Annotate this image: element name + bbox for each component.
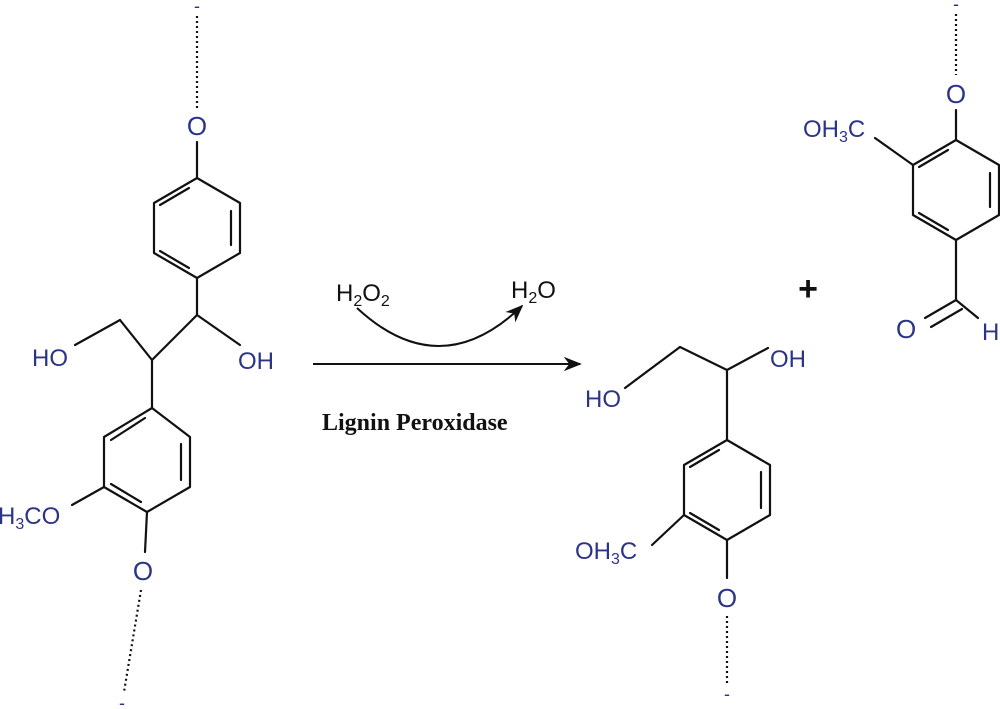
product-1-methoxy-label: OH3C <box>575 538 637 568</box>
product-2-carbonyl-double-2 <box>929 307 964 329</box>
substrate-molecule: - O OH HO H3CO O - <box>0 0 274 709</box>
substrate-gamma-hydroxyl: HO <box>32 345 68 372</box>
product-1-terminal-hydroxyl: HO <box>585 386 621 413</box>
product-2-methoxy-bond <box>873 136 915 167</box>
product-1-oh-bond <box>725 346 770 372</box>
reagent-curved-arrow <box>356 304 524 347</box>
product-1-ch2-bond <box>678 345 729 372</box>
product-1-benzylic-hydroxyl: OH <box>770 346 806 373</box>
substrate-bottom-ether-oxygen: O <box>133 556 153 586</box>
product-2-chain-end: - <box>953 0 959 14</box>
plus-sign: + <box>798 270 818 308</box>
product-2-carbonyl-double-1 <box>923 298 958 320</box>
substrate-bottom-ring-double-2 <box>109 482 143 504</box>
product-2-ring-double-2 <box>917 211 950 232</box>
reaction-conditions: H2O2 H2O Lignin Peroxidase <box>313 277 582 436</box>
substrate-bottom-ring-double-3 <box>109 416 147 442</box>
substrate-calpha-to-cbeta <box>150 313 199 362</box>
enzyme-label: Lignin Peroxidase <box>322 410 508 436</box>
product-1-ring-double-3 <box>688 448 721 469</box>
product-2-methoxy-label: OH3C <box>803 116 865 146</box>
substrate-cbeta-to-cgamma <box>118 318 154 362</box>
product-2-ether-oxygen: O <box>946 79 966 109</box>
product-1-methoxy-bond <box>650 513 686 547</box>
substrate-top-chain-end: - <box>194 0 200 16</box>
substrate-bottom-ring <box>102 406 192 514</box>
substrate-bottom-dotted-chain <box>122 589 143 693</box>
substrate-ring-to-bottom-o <box>143 510 149 554</box>
product-2-molecule: - O OH3C O H <box>803 0 1000 346</box>
product-2-ring <box>911 138 1000 242</box>
product-2-ring-double-3 <box>917 148 950 169</box>
substrate-top-ring-double-2 <box>158 249 191 270</box>
product-1-ether-oxygen: O <box>717 583 737 613</box>
product-1-ring-double-2 <box>688 511 721 532</box>
substrate-cgamma-to-ho <box>73 318 122 347</box>
substrate-methoxy-label: H3CO <box>0 503 60 533</box>
substrate-alpha-hydroxyl: OH <box>238 348 274 375</box>
product-1-molecule: HO OH OH3C O - <box>575 345 806 704</box>
product-1-ho-bond <box>623 345 682 390</box>
substrate-top-ring <box>152 176 242 280</box>
substrate-top-ether-oxygen: O <box>187 111 207 141</box>
product-1-ring <box>682 438 772 542</box>
reagent-water: H2O <box>511 277 556 307</box>
product-2-carbonyl-oxygen: O <box>896 314 916 344</box>
reagent-hydrogen-peroxide: H2O2 <box>336 280 390 310</box>
substrate-calpha-to-oh <box>195 313 242 347</box>
substrate-bottom-chain-end: - <box>119 693 125 709</box>
product-2-aldehyde-hydrogen: H <box>982 319 999 346</box>
substrate-top-ring-double-3 <box>158 186 191 207</box>
product-2-ch-bond <box>954 298 980 320</box>
product-1-chain-end: - <box>724 684 730 704</box>
substrate-methoxy-bond <box>70 485 106 507</box>
